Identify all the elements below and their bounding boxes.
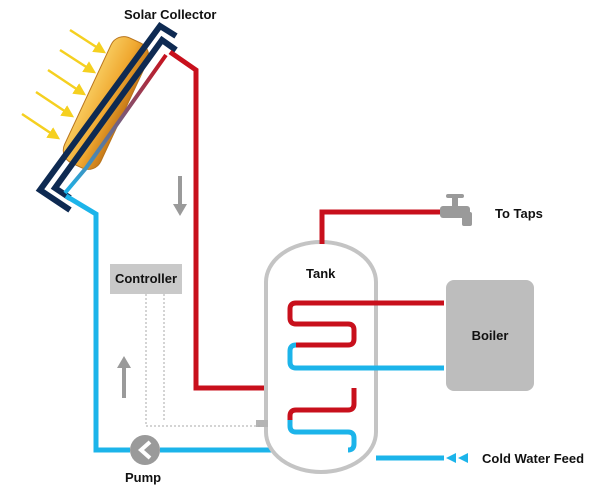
solar-coil-cold <box>287 420 357 453</box>
sun-ray-arrow-icon <box>59 48 97 74</box>
sun-ray-arrow-icon <box>21 112 61 140</box>
boiler <box>446 280 534 391</box>
cold-feed-arrow-icon <box>446 453 468 463</box>
controller-wires <box>145 294 262 427</box>
boiler-coil-hot <box>287 300 444 348</box>
tap-icon <box>440 194 472 226</box>
label-tank: Tank <box>306 266 336 281</box>
boiler-coil-cold <box>287 342 444 371</box>
label-cold-water-feed: Cold Water Feed <box>482 451 584 466</box>
controller <box>110 264 182 294</box>
sun-ray-arrow-icon <box>47 68 87 96</box>
label-to-taps: To Taps <box>495 206 543 221</box>
sun-ray-arrow-icon <box>69 28 107 54</box>
pump-icon <box>130 435 160 465</box>
sun-ray-arrow-icon <box>35 90 75 118</box>
hot-outlet-pipe <box>319 209 448 244</box>
collector-frame <box>35 21 178 213</box>
label-boiler: Boiler <box>472 328 509 343</box>
sun-rays <box>21 28 107 140</box>
solar-coil-hot <box>287 387 357 420</box>
flow-arrow-icon <box>117 356 131 398</box>
tank-sensor <box>256 420 268 427</box>
label-controller: Controller <box>115 271 177 286</box>
collector-pipe <box>63 53 168 195</box>
flow-arrow-icon <box>173 176 187 216</box>
label-pump: Pump <box>125 470 161 485</box>
label-solar-collector: Solar Collector <box>124 7 216 22</box>
